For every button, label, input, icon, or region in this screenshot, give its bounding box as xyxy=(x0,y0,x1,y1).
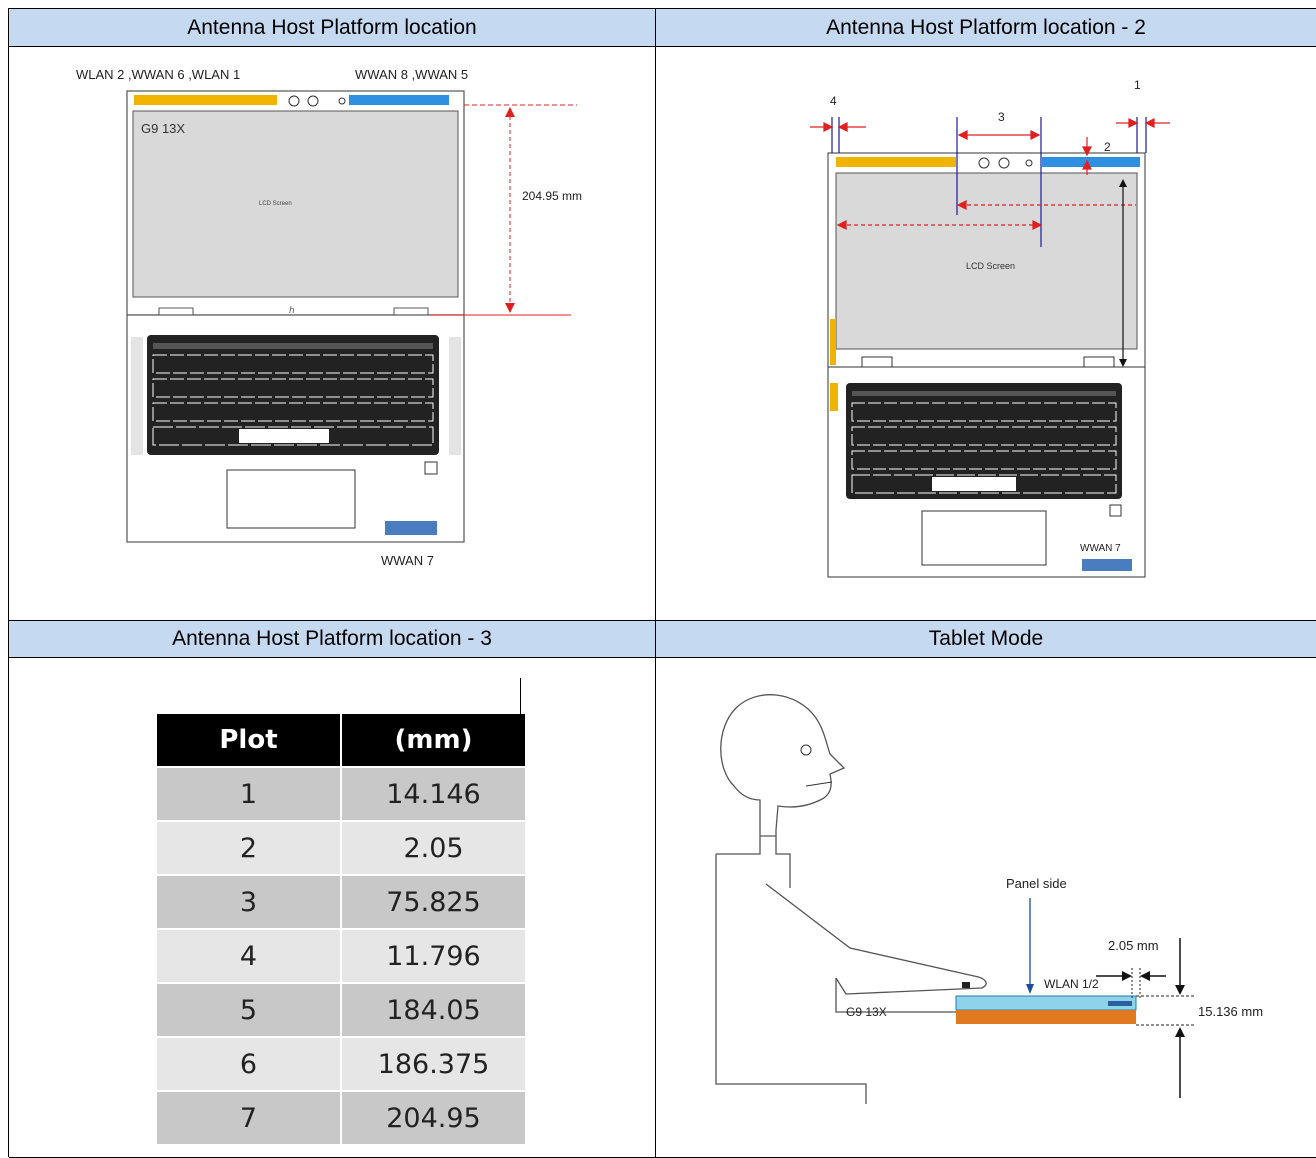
antenna-location-table: Antenna Host Platform location Antenna H… xyxy=(8,8,1316,1158)
marker-3: 3 xyxy=(998,110,1005,124)
wlan-antenna-marker xyxy=(1108,1001,1132,1006)
arrow-up-icon xyxy=(1119,179,1127,187)
arrow-down-icon xyxy=(505,303,515,313)
arrow-down-icon xyxy=(1026,984,1034,994)
laptop-diagram-1: WLAN 2 ,WWAN 6 ,WLAN 1 WWAN 8 ,WWAN 5 G9… xyxy=(76,67,582,568)
arrow-right-icon xyxy=(1122,971,1132,981)
speaker-grille-left xyxy=(131,337,143,455)
marker-2: 2 xyxy=(1104,140,1111,154)
mm-cell: 2.05 xyxy=(341,820,527,875)
gap-label: 2.05 mm xyxy=(1108,938,1159,953)
hand-marker xyxy=(962,982,970,988)
speaker-grille-right xyxy=(449,337,461,455)
plot-cell: 5 xyxy=(157,982,342,1037)
laptop-diagram-2: 4 1 3 2 6 5 7 LCD Screen xyxy=(810,78,1170,578)
model-label: G9 13X xyxy=(846,1005,887,1019)
header-antenna-location: Antenna Host Platform location xyxy=(9,9,656,47)
camera-circle-icon xyxy=(288,95,300,107)
camera-circle-icon xyxy=(978,157,990,169)
mm-cell: 184.05 xyxy=(341,982,527,1037)
antenna-blue-bar xyxy=(349,95,449,105)
label-wwan7: WWAN 7 xyxy=(1080,543,1121,554)
thickness-label: 15.136 mm xyxy=(1198,1004,1263,1019)
lcd-screen xyxy=(132,110,459,298)
arrow-down-icon xyxy=(1175,985,1185,995)
column-header-mm: (mm) xyxy=(341,714,527,767)
plot-cell: 2 xyxy=(157,820,342,875)
plot-cell: 3 xyxy=(157,874,342,929)
panel-side-label: Panel side xyxy=(1006,876,1067,891)
mouth-icon xyxy=(805,781,833,787)
antenna-yellow-bar xyxy=(134,95,277,105)
side-antenna-yellow xyxy=(830,319,836,365)
tablet-mode-diagram: G9 13X Panel side 2.05 mm WLAN 1/2 15.13… xyxy=(715,694,1263,1104)
antenna-blue-bar xyxy=(1042,157,1140,167)
plot-cell: 6 xyxy=(157,1036,342,1091)
dimension-value: 204.95 mm xyxy=(522,189,582,203)
antenna-yellow-bar xyxy=(836,157,956,167)
label-wwan-group: WWAN 8 ,WWAN 5 xyxy=(355,67,468,82)
side-antenna-yellow-2 xyxy=(830,383,838,411)
mm-cell: 204.95 xyxy=(341,1090,527,1144)
marker-1: 1 xyxy=(1134,78,1141,92)
person-shoulders xyxy=(716,836,791,888)
touchpad xyxy=(921,510,1047,566)
mm-cell: 186.375 xyxy=(341,1036,527,1091)
figure-antenna-markers: 4 1 3 2 6 5 7 LCD Screen xyxy=(656,47,1316,621)
arrow-left-icon xyxy=(1140,971,1150,981)
header-antenna-location-2: Antenna Host Platform location - 2 xyxy=(656,9,1316,47)
header-antenna-location-3: Antenna Host Platform location - 3 xyxy=(9,621,656,658)
screen-label: LCD Screen xyxy=(259,201,292,207)
label-wlan-group: WLAN 2 ,WWAN 6 ,WLAN 1 xyxy=(76,67,240,82)
person-lap xyxy=(835,978,956,1013)
screen-label: LCD Screen xyxy=(966,261,1015,271)
camera-circle-icon xyxy=(307,95,319,107)
antenna-label: WLAN 1/2 xyxy=(1044,977,1099,991)
label-wwan7: WWAN 7 xyxy=(381,553,434,568)
plot-cell: 7 xyxy=(157,1090,342,1144)
mm-cell: 11.796 xyxy=(341,928,527,983)
keyboard xyxy=(846,383,1122,499)
fingerprint-icon xyxy=(424,461,438,475)
wwan7-antenna xyxy=(385,521,437,535)
arrow-down-icon xyxy=(1119,359,1127,367)
person-body xyxy=(715,854,867,1104)
marker-4: 4 xyxy=(830,94,837,108)
plot-cell: 1 xyxy=(157,766,342,821)
touchpad xyxy=(226,469,356,529)
arrow-up-icon xyxy=(1175,1027,1185,1037)
wwan7-antenna xyxy=(1082,559,1132,571)
fingerprint-icon xyxy=(1109,504,1122,517)
sensor-circle-icon xyxy=(338,97,346,105)
lcd-screen xyxy=(835,172,1138,350)
mm-cell: 14.146 xyxy=(341,766,527,821)
sensor-circle-icon xyxy=(1025,159,1033,167)
column-header-plot: Plot xyxy=(157,714,342,767)
person-arm xyxy=(765,883,987,995)
camera-circle-icon xyxy=(998,157,1010,169)
model-label: G9 13X xyxy=(141,121,185,136)
tablet-io-layer xyxy=(956,1010,1136,1024)
logo-icon: ℎ xyxy=(289,305,295,315)
figure-laptop-top-view: WLAN 2 ,WWAN 6 ,WLAN 1 WWAN 8 ,WWAN 5 G9… xyxy=(9,47,656,621)
dimension-arrows xyxy=(810,118,1170,230)
mm-cell: 75.825 xyxy=(341,874,527,929)
keyboard xyxy=(147,335,439,455)
plot-cell: 4 xyxy=(157,928,342,983)
eye-icon xyxy=(800,744,812,756)
header-tablet-mode: Tablet Mode xyxy=(656,621,1316,658)
tablet-mode-figure: G9 13X Panel side 2.05 mm WLAN 1/2 15.13… xyxy=(656,658,1316,1158)
arrow-up-icon xyxy=(505,107,515,117)
person-head xyxy=(720,694,846,837)
